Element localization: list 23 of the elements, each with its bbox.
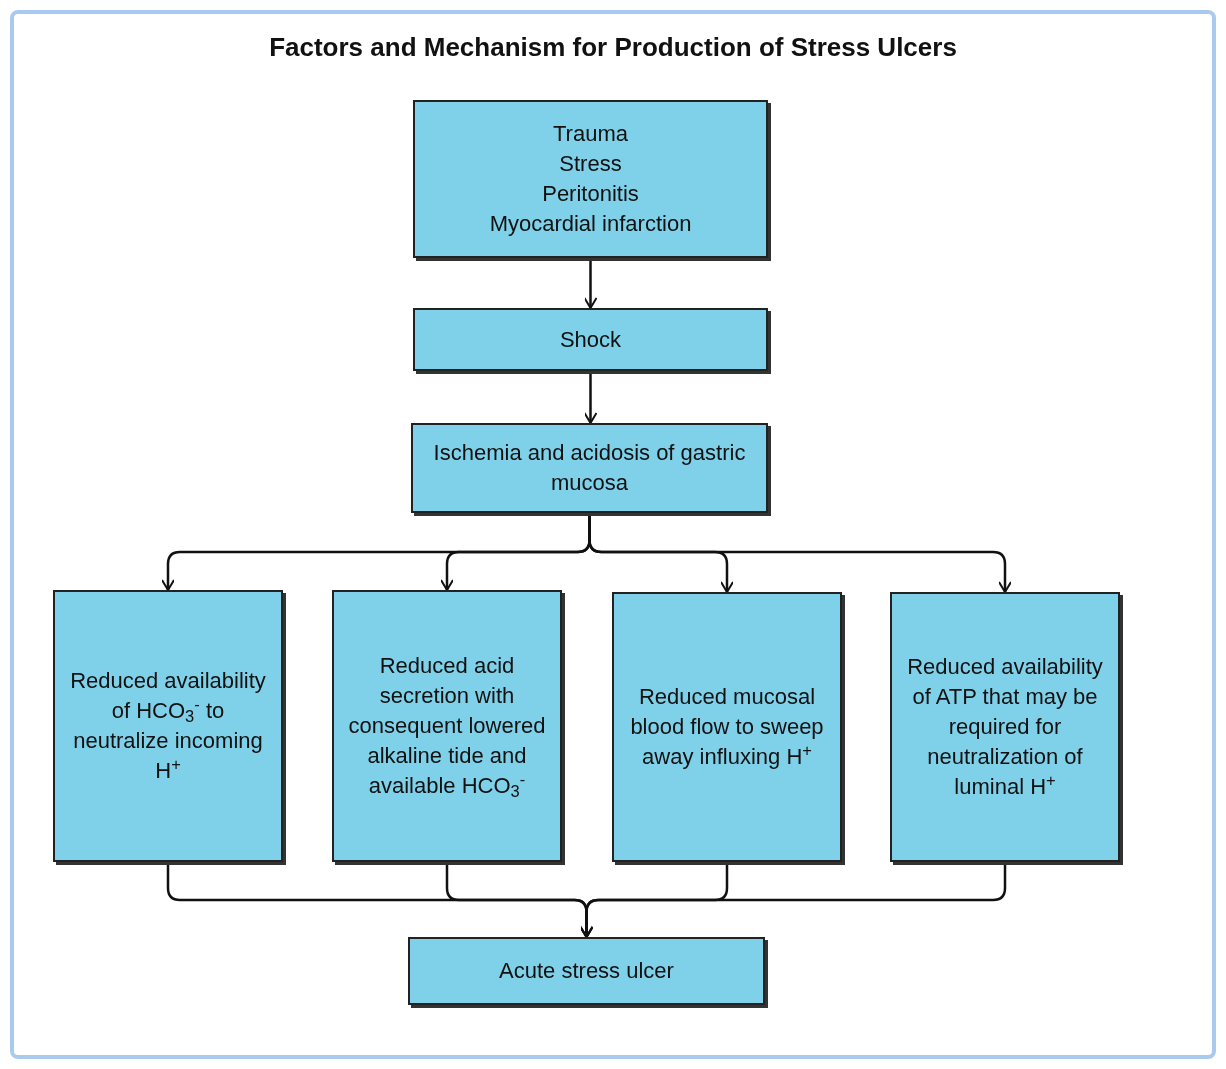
process-box bbox=[411, 423, 768, 513]
process-box bbox=[612, 592, 842, 862]
box-text: Myocardial infarction bbox=[489, 210, 692, 238]
process-box bbox=[890, 592, 1120, 862]
arrow bbox=[583, 258, 598, 309]
process-box bbox=[53, 590, 283, 862]
diagram-title: Factors and Mechanism for Production of Stress Ulcers bbox=[268, 31, 958, 64]
box-text: Acute stress ulcer bbox=[499, 957, 674, 985]
arrow bbox=[583, 371, 598, 424]
box-text: Reduced availability of ATP that may be required for neutralization of luminal H$^{+}$ bbox=[906, 653, 1104, 801]
box-text: Reduced mucosal blood flow to sweep away influxing H$^{+}$ bbox=[629, 683, 825, 771]
process-box bbox=[413, 308, 768, 371]
process-box bbox=[413, 100, 768, 258]
box-text: Shock bbox=[559, 325, 622, 354]
arrow bbox=[588, 513, 1012, 593]
arrow bbox=[579, 862, 1007, 938]
box-text: Peritonitis bbox=[542, 180, 639, 208]
process-box bbox=[408, 937, 765, 1005]
process-box bbox=[332, 590, 562, 862]
box-text: Stress bbox=[559, 150, 622, 178]
box-text: Trauma bbox=[553, 120, 628, 148]
box-text: Ischemia and acidosis of gastric mucosa bbox=[432, 439, 747, 497]
box-text: Reduced availability of HCO$_{3}$$^{-}$ to neutralize incoming H$^{+}$ bbox=[69, 667, 267, 785]
